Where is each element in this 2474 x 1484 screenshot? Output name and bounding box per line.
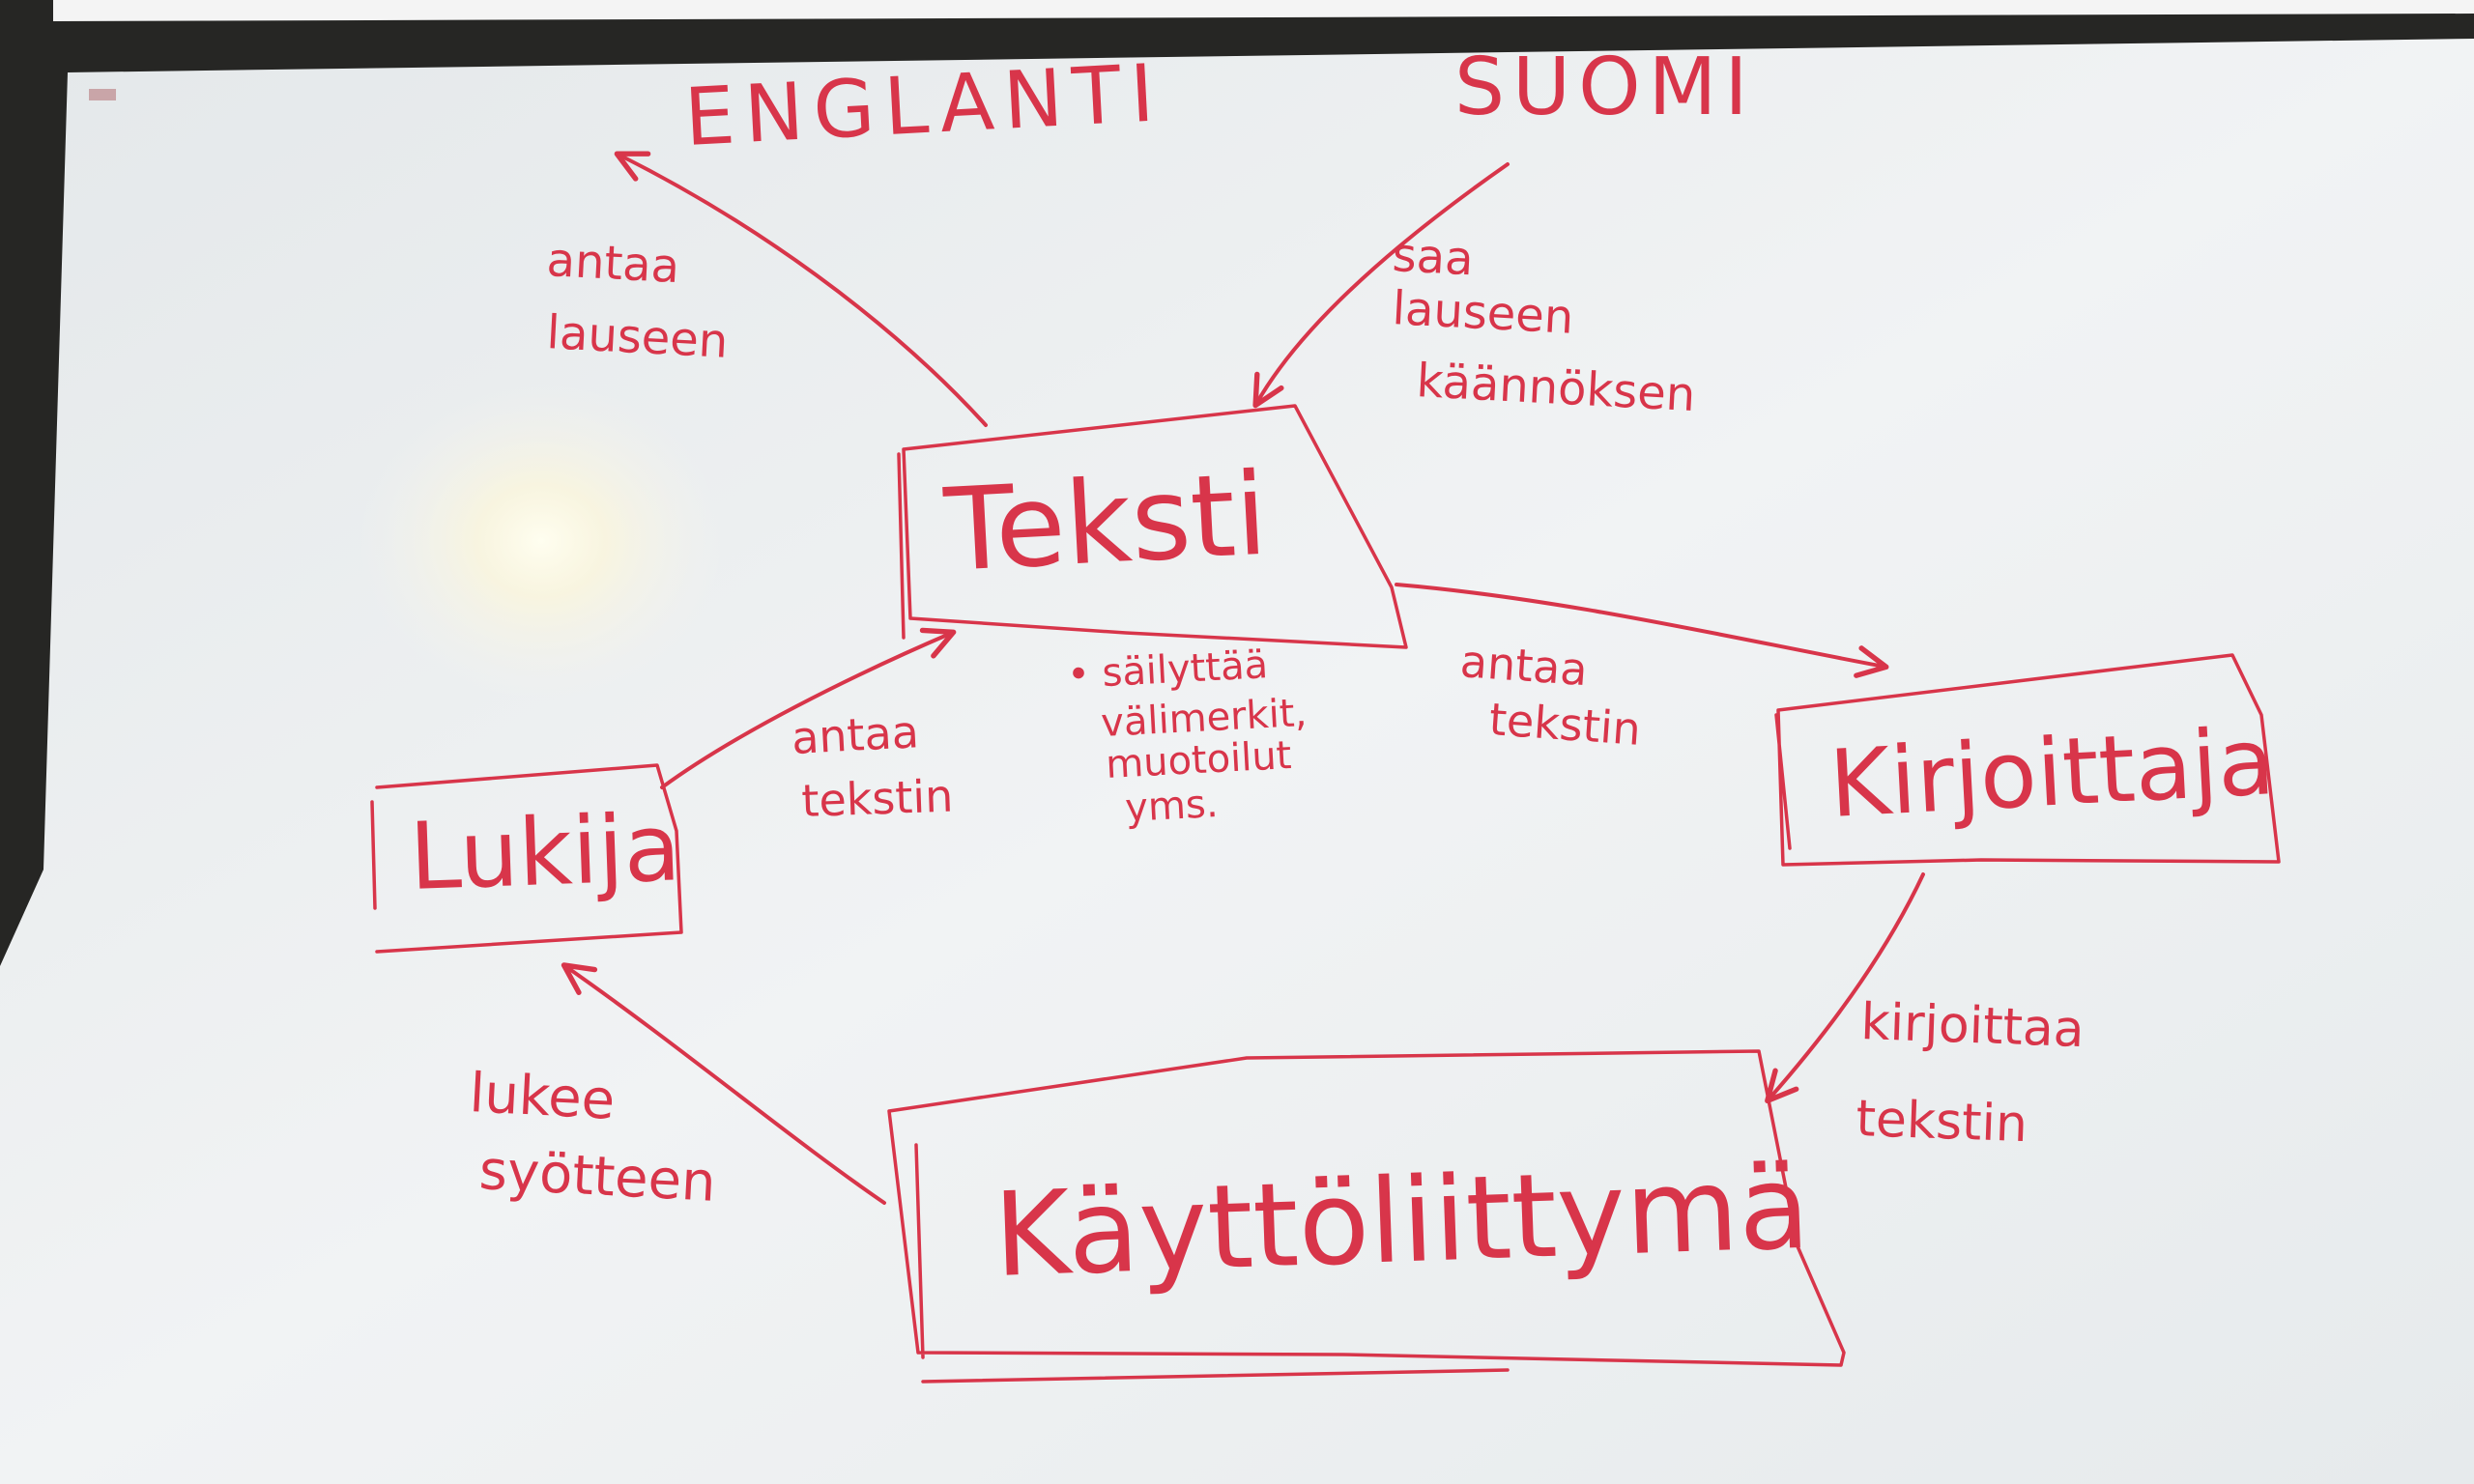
box-kayttoliittyma-label: Käyttöliittymä [992, 1141, 1812, 1303]
box-kayttoliittyma: Käyttöliittymä [887, 1049, 1846, 1384]
arrow-teksti-to-kirjoittaja [1395, 583, 1889, 678]
svg-text:lauseen: lauseen [545, 305, 729, 369]
note-sailyttaa: • säilyttää välimerkit, muotoilut yms. [1066, 642, 1308, 831]
svg-text:yms.: yms. [1124, 782, 1219, 831]
arrow-teksti-to-englanti [614, 151, 988, 427]
svg-text:tekstin: tekstin [800, 770, 954, 827]
box-kirjoittaja: Kirjoittaja [1774, 653, 2281, 867]
svg-text:lukee: lukee [468, 1062, 617, 1132]
label-antaa-tekstin-right: antaa tekstin [1458, 635, 1642, 756]
svg-text:lauseen: lauseen [1391, 281, 1574, 345]
label-lukee-syotteen: lukee syötteen [468, 1062, 717, 1214]
svg-text:syötteen: syötteen [477, 1139, 717, 1214]
svg-text:saa: saa [1391, 228, 1475, 286]
svg-text:antaa: antaa [1458, 635, 1589, 696]
svg-text:• säilyttää: • säilyttää [1066, 642, 1269, 698]
label-antaa-lauseen: antaa lauseen [545, 233, 729, 369]
arrow-suomi-to-teksti [1252, 162, 1510, 409]
svg-text:antaa: antaa [545, 233, 680, 294]
svg-text:antaa: antaa [791, 705, 920, 764]
arrow-kirjoittaja-to-kayttoliittyma [1765, 872, 1925, 1104]
label-saa-lauseen-kaannoksen: saa lauseen käännöksen [1391, 228, 1696, 422]
label-suomi: SUOMI [1454, 42, 1756, 133]
box-teksti: Teksti [897, 404, 1408, 649]
arrow-lukija-to-teksti [660, 627, 957, 789]
svg-text:kirjoittaa: kirjoittaa [1860, 993, 2086, 1059]
label-kirjoittaa-tekstin: kirjoittaa tekstin [1856, 993, 2086, 1154]
label-antaa-tekstin-left: antaa tekstin [791, 705, 954, 827]
box-lukija: Lukija [370, 763, 683, 954]
top-rail [53, 0, 2474, 21]
arrow-kayttoliittyma-to-lukija [561, 962, 886, 1205]
light-glare [358, 382, 725, 700]
svg-text:tekstin: tekstin [1487, 693, 1642, 756]
svg-text:tekstin: tekstin [1856, 1090, 2028, 1154]
box-lukija-label: Lukija [408, 793, 682, 911]
svg-text:muotoilut: muotoilut [1105, 733, 1292, 787]
svg-text:välimerkit,: välimerkit, [1100, 691, 1308, 746]
board-eraser-tab [89, 89, 116, 100]
box-kirjoittaja-label: Kirjoittaja [1827, 707, 2277, 839]
box-teksti-label: Teksti [940, 447, 1270, 597]
